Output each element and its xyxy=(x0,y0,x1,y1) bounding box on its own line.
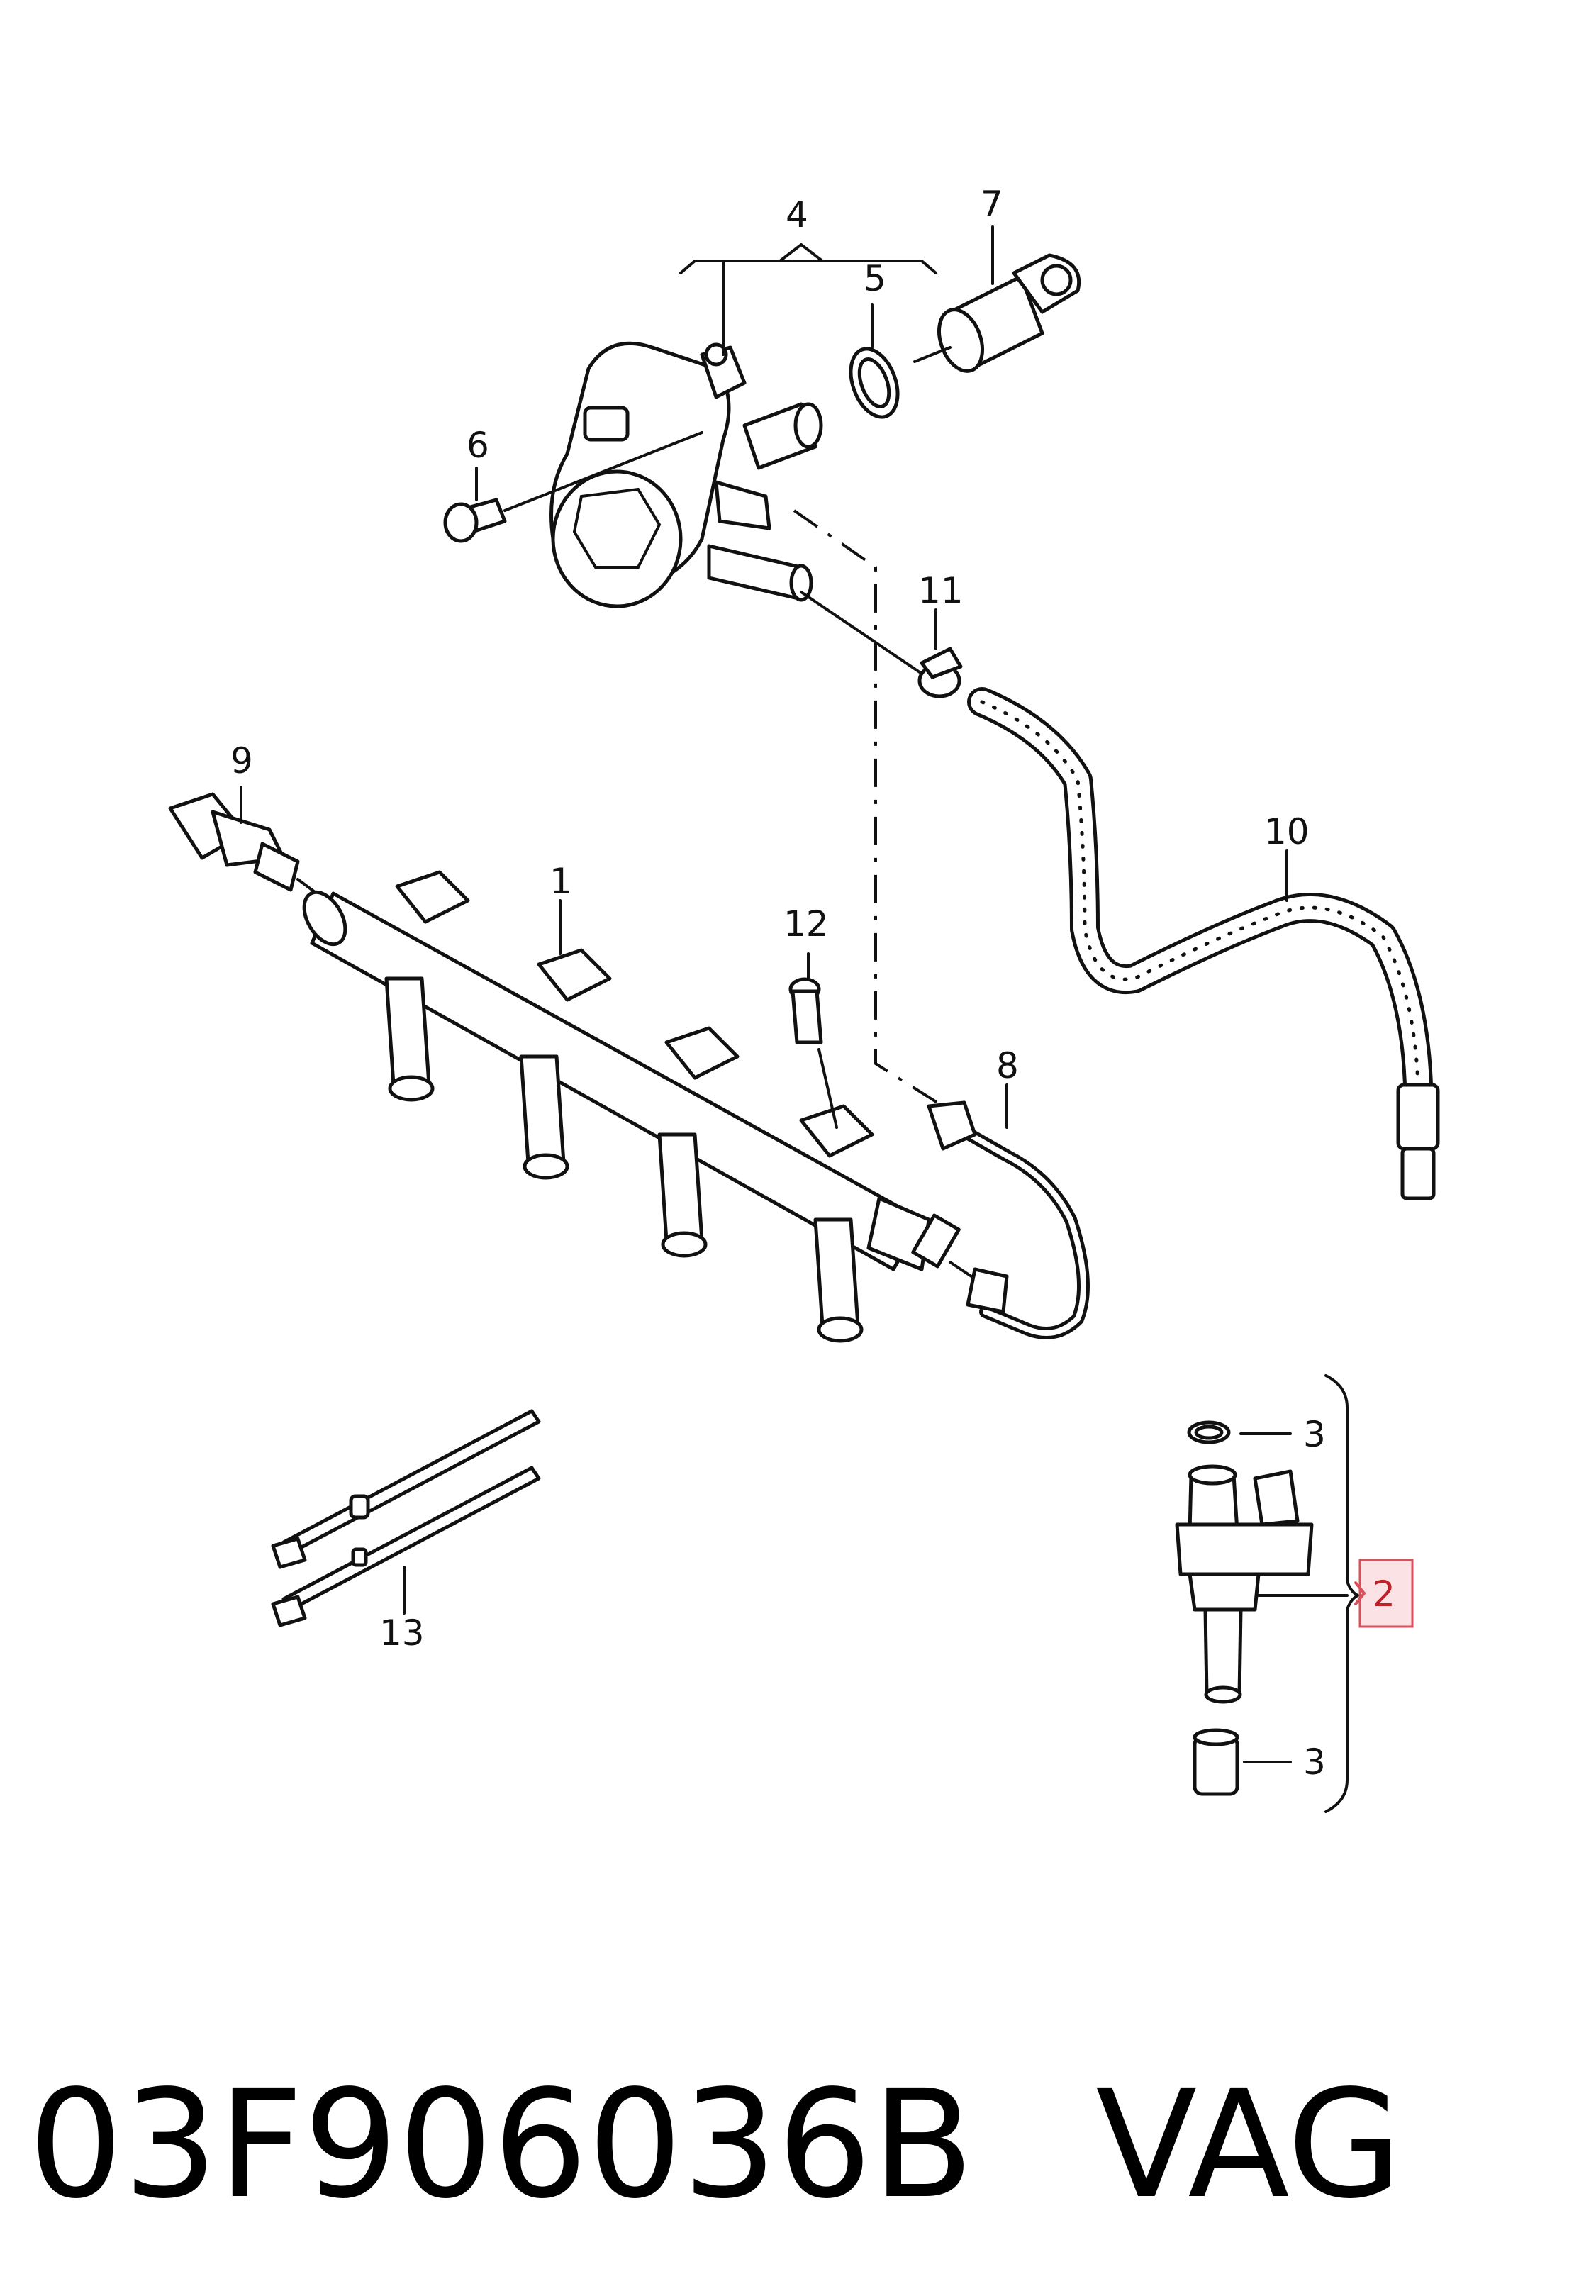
callout-label-10: 10 xyxy=(1264,811,1310,852)
callout-label-6: 6 xyxy=(467,425,489,466)
cable-ties: 13 xyxy=(271,1409,541,1654)
fuel-pressure-sensor: 9 xyxy=(168,740,328,902)
callout-2-highlight[interactable]: 2 xyxy=(1354,1559,1414,1628)
callout-label-7: 7 xyxy=(981,184,1003,225)
hose-clamp: 11 xyxy=(800,570,964,698)
fuel-supply-hose: 10 xyxy=(967,687,1440,1200)
callout-label-5: 5 xyxy=(864,258,886,299)
callout-label-9: 9 xyxy=(230,740,253,781)
callout-label-12: 12 xyxy=(783,903,829,944)
rail-screw: 12 xyxy=(783,903,838,1129)
callout-label-1: 1 xyxy=(549,861,572,902)
fuel-rail: 1 xyxy=(302,861,961,1343)
fuel-injector xyxy=(1175,1374,1361,1813)
o-ring-seal: 5 xyxy=(849,258,900,419)
high-pressure-pump xyxy=(549,341,823,608)
callout-4: 4 xyxy=(679,194,937,356)
callout-label-2: 2 xyxy=(1373,1573,1395,1615)
callout-label-13: 13 xyxy=(379,1612,425,1654)
callout-label-8: 8 xyxy=(996,1045,1019,1086)
cam-follower: 7 xyxy=(913,184,1081,373)
brand-name: VAG xyxy=(1095,2058,1402,2231)
part-number: 03F906036B xyxy=(28,2058,974,2231)
callout-label-4: 4 xyxy=(786,194,808,235)
mounting-bolt: 6 xyxy=(443,425,703,543)
callout-label-3-bottom: 3 xyxy=(1303,1741,1326,1783)
high-pressure-line: 8 xyxy=(793,509,1090,1339)
callout-label-11: 11 xyxy=(918,570,964,611)
callout-label-3-top: 3 xyxy=(1303,1414,1326,1455)
